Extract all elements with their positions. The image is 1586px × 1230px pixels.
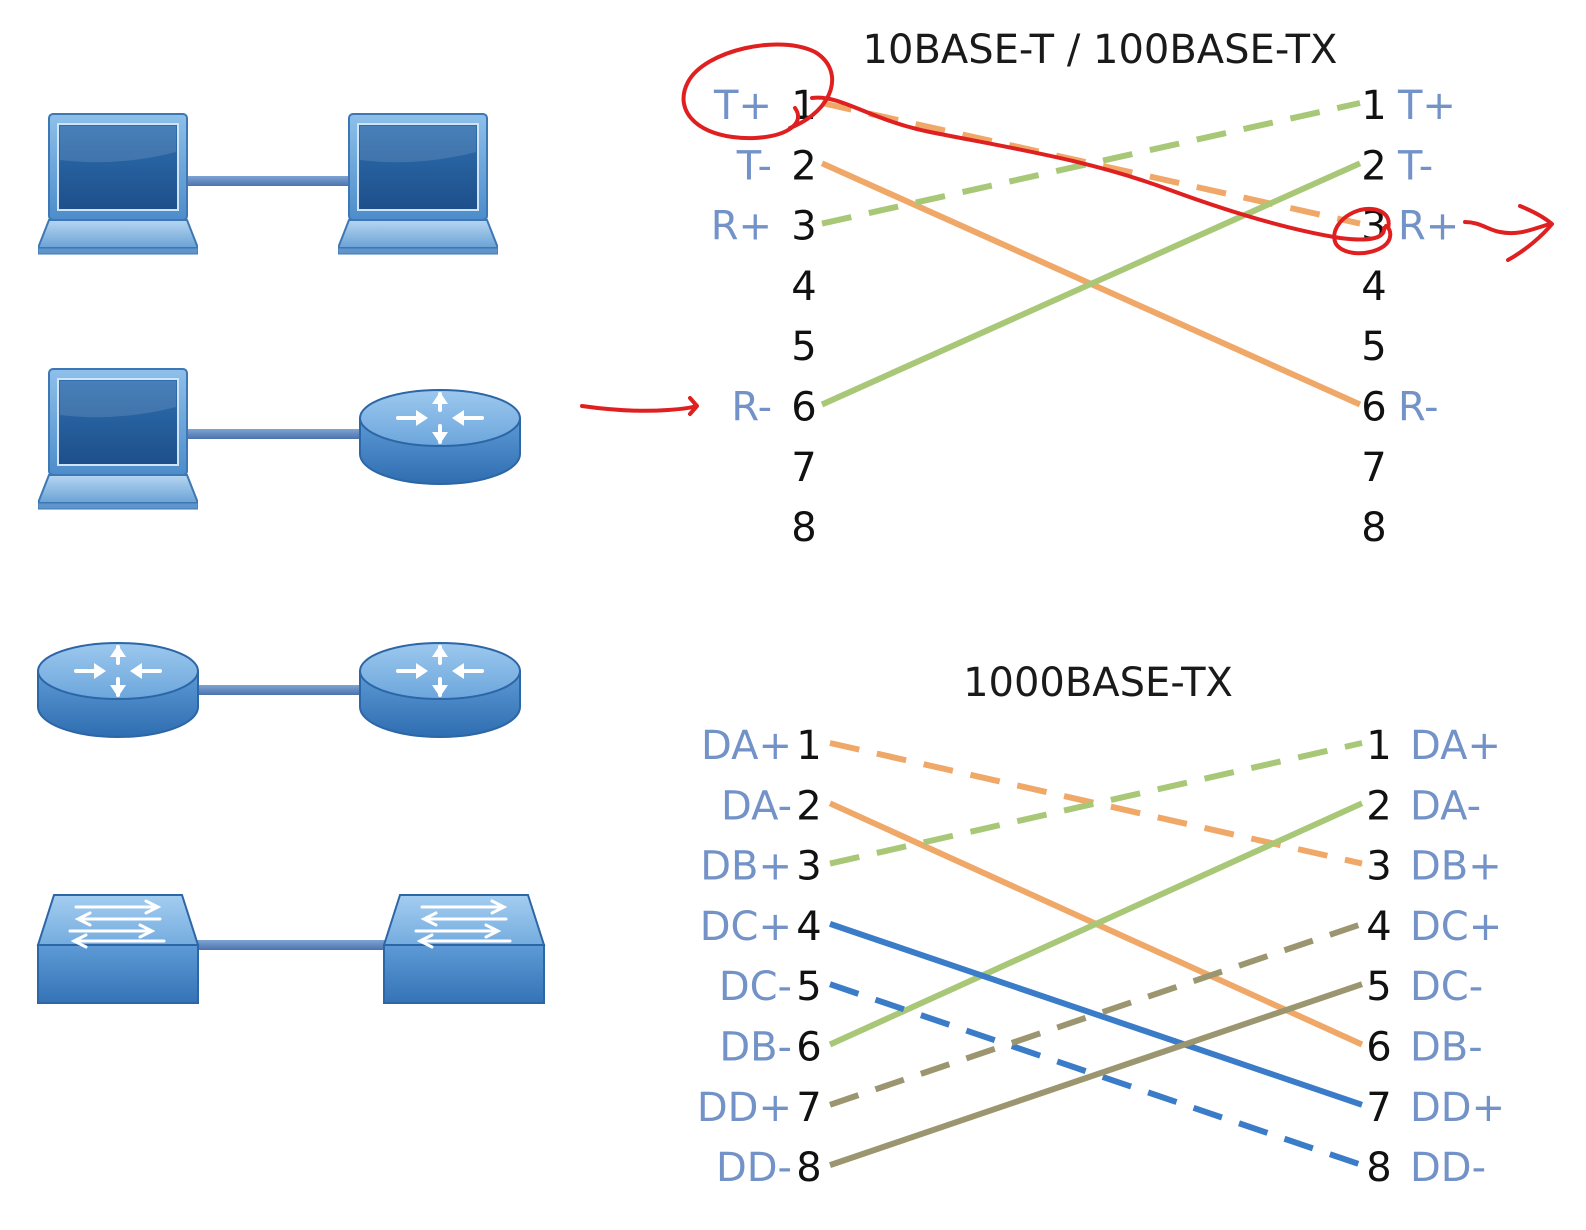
left-pin-label: DA- (721, 783, 792, 829)
circle-annotation-pin3 (1332, 207, 1393, 256)
wire-pin8-to-pin5 (829, 981, 1363, 1168)
pc-icon (38, 368, 198, 510)
wire-pin6-to-pin2 (828, 800, 1364, 1048)
left-pin-label: DB- (719, 1025, 792, 1071)
arrow-annotation-right (1463, 204, 1554, 262)
hand-annotations (580, 42, 1554, 416)
hand-drawn-tx-line (810, 95, 1386, 242)
left-pin-number: 8 (791, 505, 816, 551)
left-pin-label: DC+ (700, 904, 792, 950)
left-pin-label: T- (736, 143, 772, 189)
left-pin-label: T+ (713, 83, 772, 129)
circle-annotation-pin1 (681, 42, 835, 141)
left-pin-number: 2 (791, 143, 816, 189)
right-pin-number: 7 (1366, 1085, 1391, 1131)
right-pin-column: 1 DA+ 2 DA- 3 DB+ 4 DC+ 5 DC- 6 DB- 7 DD+ 8 DD- (1366, 723, 1505, 1191)
right-pin-label: DC- (1410, 964, 1483, 1010)
diagram-title: 10BASE-T / 100BASE-TX (863, 27, 1338, 73)
left-pin-number: 6 (791, 385, 816, 431)
wire-layer (820, 100, 1362, 408)
router-to-router-link (36, 641, 522, 739)
left-pin-number: 3 (791, 204, 816, 250)
wire-layer (828, 740, 1364, 1168)
pc-to-pc-link (38, 113, 498, 255)
right-pin-label: R- (1398, 385, 1439, 431)
left-pin-number: 7 (791, 445, 816, 491)
left-pin-number: 7 (796, 1085, 821, 1131)
right-pin-label: DA+ (1410, 723, 1501, 769)
right-pin-number: 5 (1366, 964, 1391, 1010)
left-pin-number: 8 (796, 1145, 821, 1191)
wire-pin4-to-pin7 (829, 921, 1363, 1108)
right-pin-label: DA- (1410, 783, 1481, 829)
wire-pin3-to-pin1 (821, 100, 1361, 227)
ethernet-link (185, 429, 370, 439)
left-pin-number: 5 (791, 324, 816, 370)
right-pin-label: DC+ (1410, 904, 1502, 950)
right-pin-number: 4 (1366, 904, 1391, 950)
left-pin-label: DC- (719, 964, 792, 1010)
device-pairs (36, 113, 546, 1005)
router-icon (358, 388, 522, 486)
right-pin-number: 6 (1366, 1025, 1391, 1071)
left-pin-label: DD- (716, 1145, 792, 1191)
left-pin-number: 6 (796, 1025, 821, 1071)
right-pin-label: DB+ (1410, 844, 1502, 890)
left-pin-label: R+ (711, 204, 772, 250)
right-pin-number: 8 (1361, 505, 1386, 551)
right-pin-label: T+ (1397, 83, 1456, 129)
switch-icon (36, 893, 200, 1005)
left-pin-number: 4 (791, 264, 816, 310)
left-pin-label: DB+ (700, 844, 792, 890)
right-pin-number: 3 (1366, 844, 1391, 890)
left-pin-number: 5 (796, 964, 821, 1010)
diagram-title: 1000BASE-TX (963, 660, 1233, 706)
right-pin-number: 7 (1361, 445, 1386, 491)
switch-to-switch-link (36, 893, 546, 1005)
left-pin-column: 1DA+2DA-3DB+4DC+5DC-6DB-7DD+8DD- (697, 723, 822, 1191)
left-pin-number: 3 (796, 844, 821, 890)
right-pin-number: 5 (1361, 324, 1386, 370)
pinout-diagram-1000base: 1000BASE-TX 1DA+2DA-3DB+4DC+5DC-6DB-7DD+… (697, 660, 1505, 1191)
wire-pin1-to-pin3 (821, 100, 1361, 227)
left-pin-label: R- (731, 385, 772, 431)
right-pin-number: 1 (1361, 83, 1386, 129)
switch-icon (382, 893, 546, 1005)
right-pin-number: 2 (1361, 143, 1386, 189)
router-icon (36, 641, 200, 739)
right-pin-label: T- (1397, 143, 1433, 189)
right-pin-label: DD+ (1410, 1085, 1505, 1131)
wire-pin3-to-pin1 (829, 740, 1363, 867)
right-pin-label: DD- (1410, 1145, 1486, 1191)
right-pin-number: 2 (1366, 783, 1391, 829)
left-pin-label: DD+ (697, 1085, 792, 1131)
right-pin-number: 6 (1361, 385, 1386, 431)
arrow-annotation-pin6 (580, 396, 699, 416)
pc-icon (338, 113, 498, 255)
ethernet-link (190, 940, 395, 950)
wire-pin6-to-pin2 (820, 160, 1362, 408)
right-pin-number: 4 (1361, 264, 1386, 310)
left-pin-number: 4 (796, 904, 821, 950)
right-pin-label: R+ (1398, 204, 1459, 250)
ethernet-link (185, 176, 355, 186)
left-pin-number: 2 (796, 783, 821, 829)
right-pin-number: 1 (1366, 723, 1391, 769)
wire-pin1-to-pin3 (829, 740, 1363, 867)
right-pin-label: DB- (1410, 1025, 1483, 1071)
left-pin-label: DA+ (701, 723, 792, 769)
ethernet-link (190, 685, 370, 695)
right-pin-number: 8 (1366, 1145, 1391, 1191)
left-pin-number: 1 (796, 723, 821, 769)
pc-icon (38, 113, 198, 255)
pc-to-router-link (38, 368, 522, 510)
router-icon (358, 641, 522, 739)
